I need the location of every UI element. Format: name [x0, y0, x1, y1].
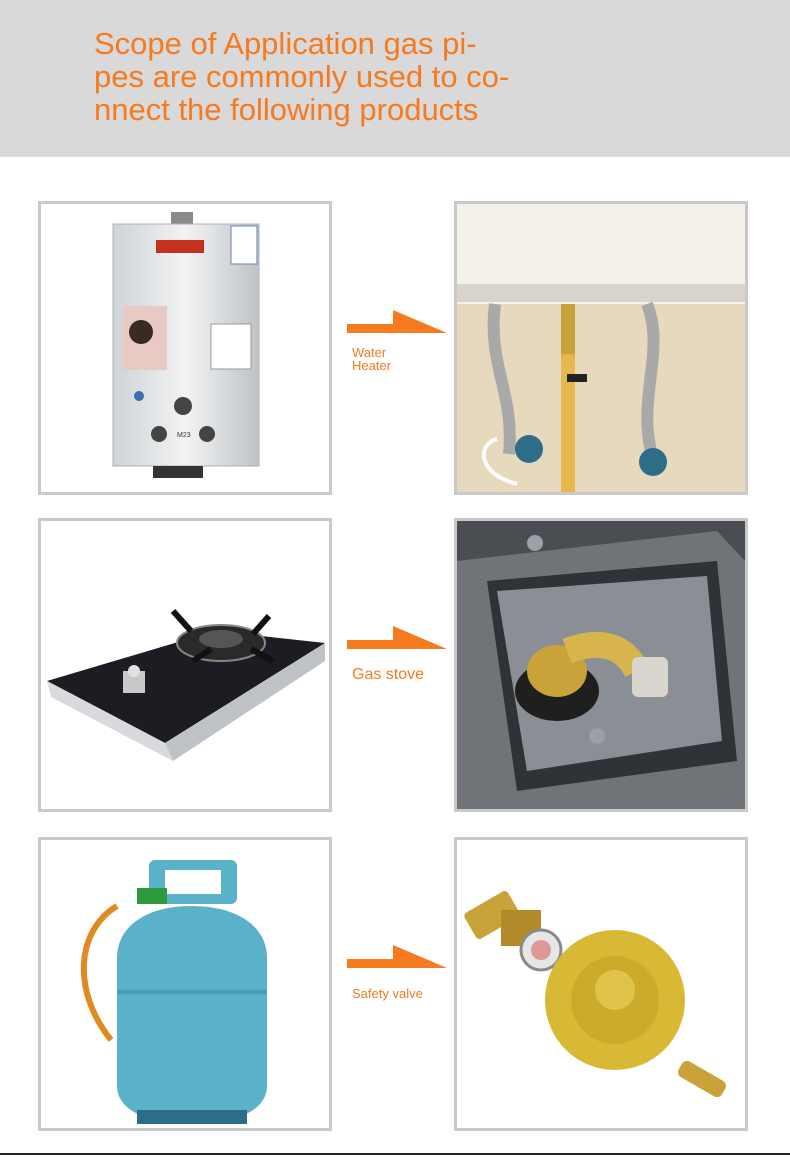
water-heater-illustration: M23 [112, 212, 260, 478]
safety-valve-image [454, 837, 748, 1131]
water-heater-label: Water Heater [352, 346, 391, 372]
arrow-right-icon [347, 310, 447, 333]
arrow-right-icon [347, 945, 447, 968]
heater-model-text: M23 [177, 432, 191, 439]
gas-stove-illustration [47, 608, 325, 761]
header-banner: Scope of Application gas pi- pes are com… [0, 0, 790, 157]
arrow-right-icon [347, 626, 447, 649]
gas-cylinder-image [38, 837, 332, 1131]
title-line-3: nnect the following products [94, 92, 479, 127]
safety-valve-label: Safety valve [352, 986, 423, 1001]
safety-valve-illustration [464, 890, 726, 1098]
water-heater-image: M23 [38, 201, 332, 495]
stove-fitting-image [454, 518, 748, 812]
gas-stove-label: Gas stove [352, 666, 425, 683]
bottom-divider [0, 1153, 790, 1155]
title-line-1: Scope of Application gas pi- [94, 26, 477, 61]
heater-pipe-connection-image [454, 201, 748, 495]
title-line-2: pes are commonly used to co- [94, 59, 510, 94]
gas-stove-image [38, 518, 332, 812]
stove-fitting-illustration [457, 521, 745, 809]
water-heater-label-line-2: Heater [352, 358, 392, 373]
page-title: Scope of Application gas pi- pes are com… [94, 27, 564, 126]
heater-pipes-illustration [457, 204, 745, 492]
water-heater-label-line-1: Water [352, 345, 387, 360]
gas-cylinder-illustration [80, 860, 267, 1124]
